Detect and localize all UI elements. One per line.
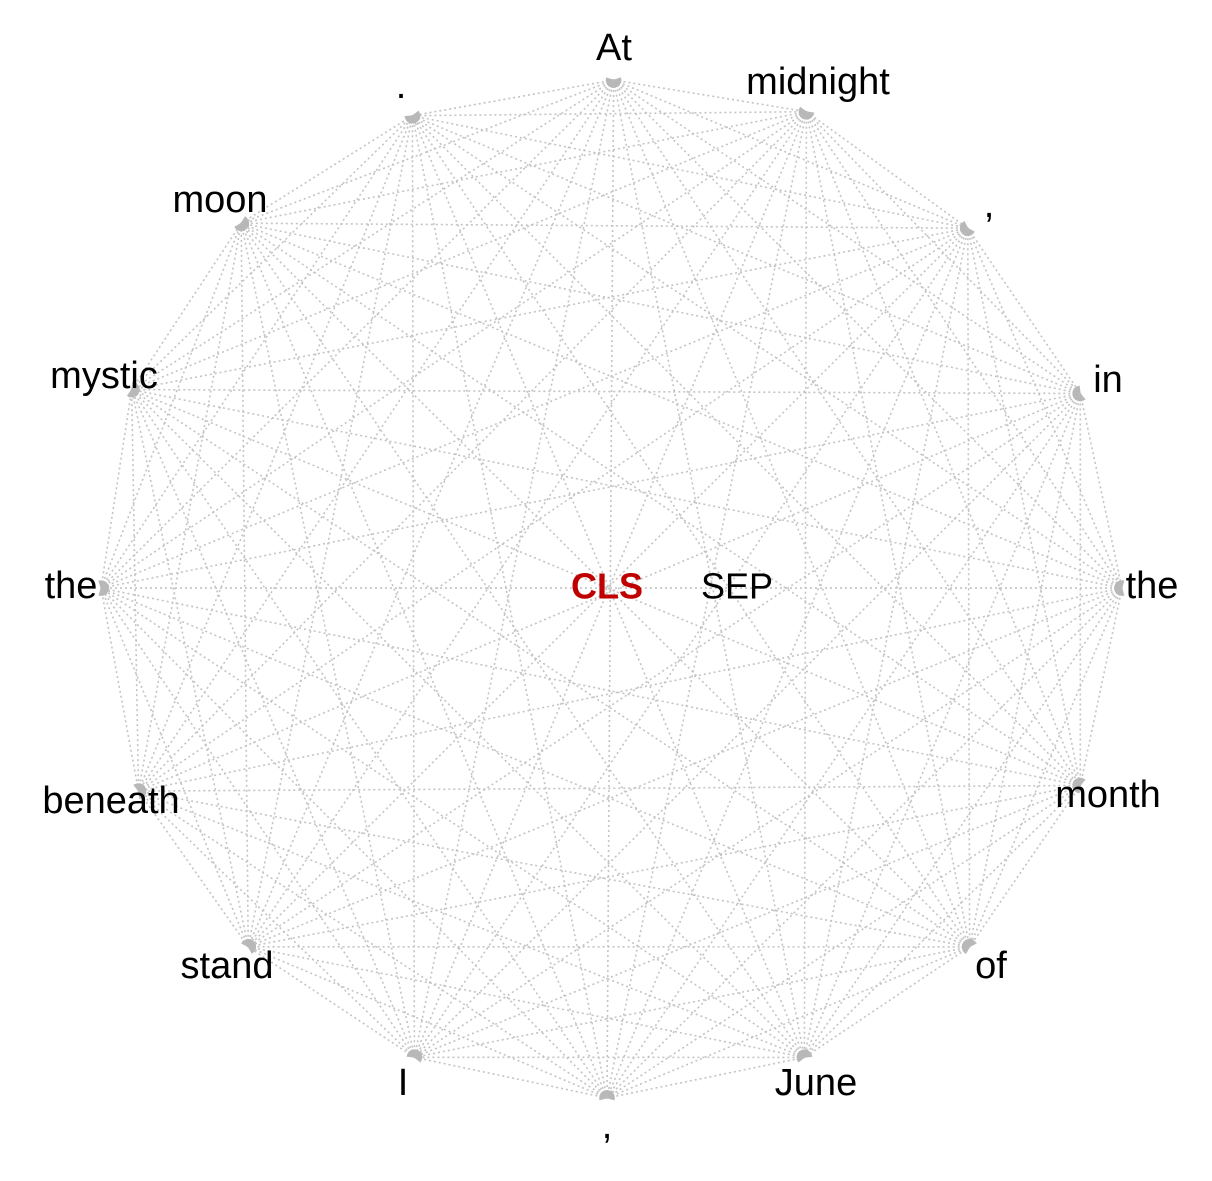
edge-t-midnight-t-mystic: [130, 110, 808, 391]
edge-t-midnight-t-the1: [805, 111, 1123, 589]
edge-t-comma1-t-i: [413, 227, 969, 1058]
token-the-2: the: [45, 565, 98, 607]
edge-t-comma1-t-of: [963, 227, 974, 948]
edge-t-month-t-june: [803, 784, 1081, 1058]
token-month: month: [1055, 774, 1161, 816]
edge-t-month-t-i: [413, 784, 1082, 1059]
edge-t-beneath-t-the2: [98, 587, 142, 792]
edge-t-the2-t-moon: [99, 222, 243, 589]
edge-t-beneath-t-mystic: [127, 388, 143, 792]
edge-t-comma1-t-beneath: [137, 227, 969, 792]
edge-t-of-t-june: [803, 946, 971, 1059]
token-comma-2: ,: [602, 1105, 613, 1147]
token-moon: moon: [172, 179, 267, 221]
edge-t-in-t-mystic: [130, 385, 1082, 398]
edge-t-stand-t-the2: [100, 587, 250, 948]
edge-t-in-t-period: [411, 114, 1082, 395]
token-i: I: [398, 1062, 409, 1104]
edge-t-midnight-t-period: [411, 107, 808, 120]
edge-t-june-t-moon: [240, 222, 806, 1059]
edge-t-of-t-period: [411, 115, 971, 948]
edge-t-the1-t-mystic: [130, 387, 1123, 591]
token-labels: At midnight , in the month of June , I s…: [42, 27, 1178, 1147]
edge-t-midnight-t-month: [805, 110, 1082, 787]
token-stand: stand: [181, 945, 274, 987]
edge-t-comma1-t-the2: [100, 227, 969, 590]
edge-t-month-t-comma2: [606, 784, 1081, 1099]
edge-t-the1-t-comma2: [606, 587, 1123, 1099]
edge-t-month-t-stand: [247, 782, 1082, 950]
edge-t-mystic-t-period: [131, 115, 413, 391]
token-comma-1: ,: [984, 184, 995, 226]
edge-t-midnight-t-moon: [240, 109, 808, 226]
token-at: At: [596, 27, 632, 69]
edge-t-at-t-period: [411, 77, 615, 119]
edge-t-comma1-t-moon: [240, 219, 969, 233]
token-the-1: the: [1126, 565, 1179, 607]
token-midnight: midnight: [746, 61, 890, 103]
edge-t-at-t-the2: [100, 79, 615, 589]
cls-label: CLS: [571, 566, 643, 607]
edge-t-june-t-comma2: [606, 1054, 806, 1101]
edge-t-month-t-moon: [240, 222, 1081, 787]
edge-t-june-t-beneath: [137, 790, 806, 1059]
edge-t-of-t-i: [413, 944, 971, 1060]
edge-t-comma2-t-period: [409, 114, 610, 1099]
edge-t-at-t-month: [612, 79, 1081, 787]
edge-t-of-t-the2: [100, 587, 971, 948]
token-mystic: mystic: [50, 355, 158, 397]
edge-t-i-t-beneath: [137, 790, 415, 1058]
edge-t-comma2-t-mystic: [131, 388, 608, 1099]
token-june: June: [775, 1062, 857, 1104]
edge-t-midnight-t-comma1: [805, 111, 969, 229]
edge-t-comma2-t-i: [413, 1054, 608, 1101]
edge-t-comma2-t-moon: [240, 222, 608, 1099]
edge-t-comma1-t-in: [967, 227, 1081, 395]
token-of: of: [975, 945, 1007, 987]
edge-t-i-t-period: [408, 114, 419, 1059]
edge-t-the1-t-june: [803, 587, 1123, 1059]
edge-t-moon-t-period: [240, 115, 414, 224]
edge-t-comma1-t-mystic: [130, 225, 969, 393]
edge-t-month-t-period: [411, 115, 1081, 787]
edge-t-comma2-t-stand: [247, 945, 608, 1099]
edge-t-stand-t-moon: [237, 222, 253, 948]
sep-label: SEP: [701, 566, 773, 607]
attention-edges: [98, 77, 1125, 1101]
edge-t-in-t-june: [803, 392, 1082, 1059]
edge-t-comma2-t-the2: [100, 587, 608, 1099]
edge-t-in-t-the1: [1077, 392, 1125, 589]
token-in: in: [1093, 359, 1123, 401]
token-period: .: [396, 65, 407, 107]
token-beneath: beneath: [42, 780, 179, 822]
edge-t-the2-t-mystic: [98, 388, 135, 589]
edge-t-i-t-moon: [238, 222, 417, 1059]
edge-t-in-t-of: [967, 392, 1083, 948]
edge-t-at-t-of: [612, 79, 971, 948]
edge-t-beneath-t-period: [137, 114, 414, 792]
